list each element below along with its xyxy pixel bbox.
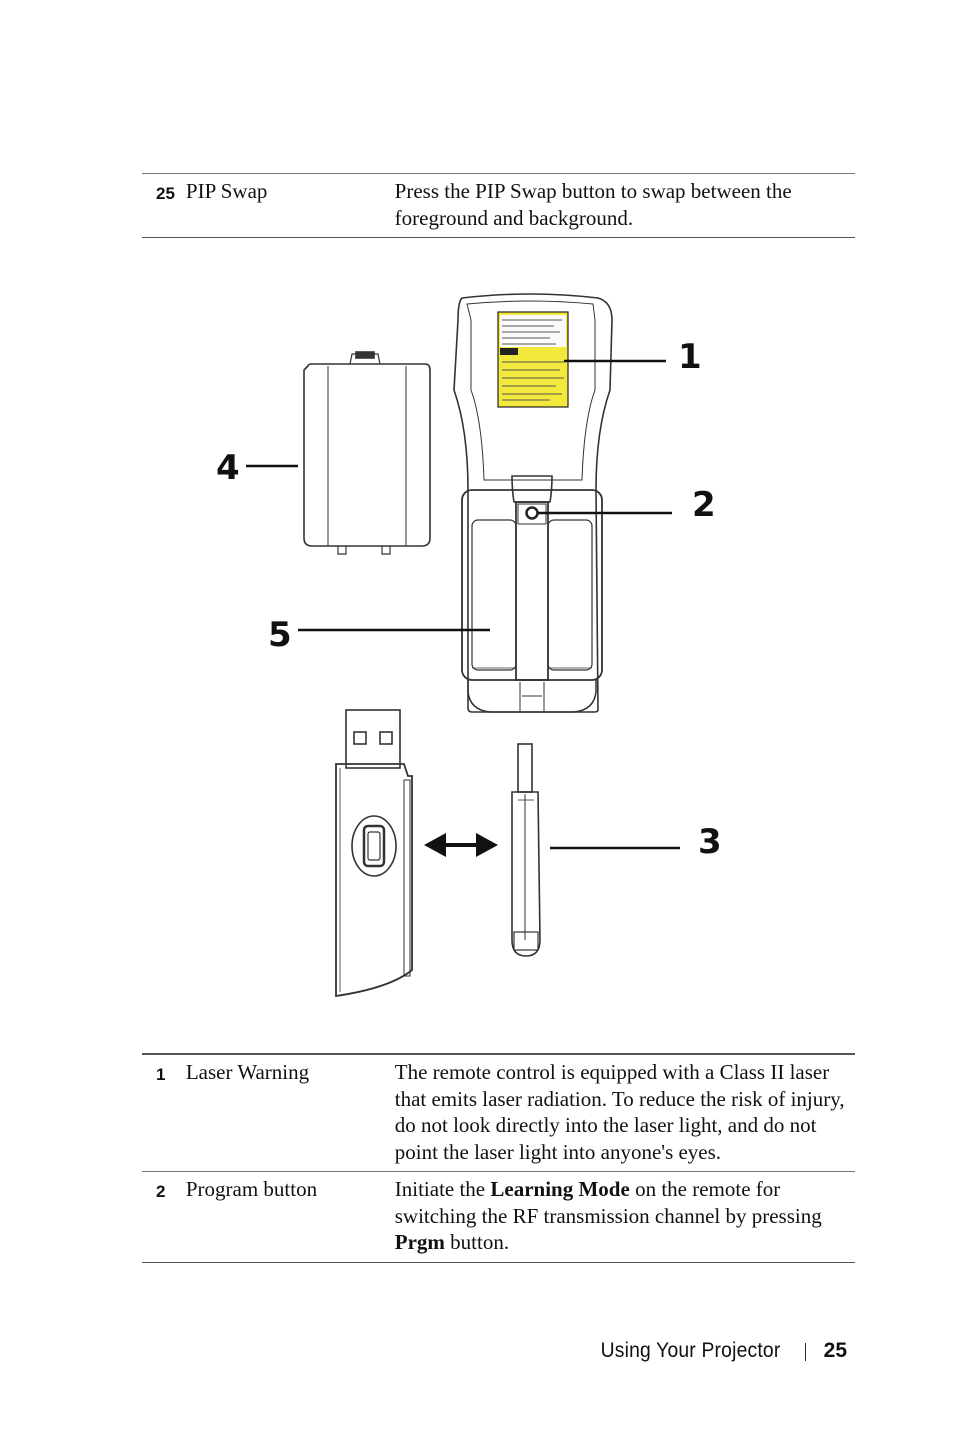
usb-dongle: [335, 709, 413, 998]
page-number: 25: [823, 1339, 847, 1362]
item-name: Program button: [185, 1171, 395, 1263]
program-button-icon: [525, 506, 539, 520]
table-row: 25 PIP Swap Press the PIP Swap button to…: [142, 173, 855, 238]
footer-divider: [805, 1343, 806, 1361]
callout-5: 5: [268, 615, 292, 655]
bottom-spec-table: 1 Laser Warning The remote control is eq…: [142, 1053, 855, 1263]
top-spec-table: 25 PIP Swap Press the PIP Swap button to…: [142, 173, 855, 238]
receiver-stick: [511, 743, 541, 957]
footer-section-title: Using Your Projector: [600, 1339, 780, 1362]
page-footer: Using Your Projector 25: [560, 1336, 855, 1366]
item-number: 1: [142, 1053, 186, 1172]
item-name: Laser Warning: [185, 1053, 395, 1172]
table-row: 2 Program button Initiate the Learning M…: [142, 1171, 855, 1263]
desc-text: button.: [444, 1230, 510, 1254]
item-description: Press the PIP Swap button to swap betwee…: [394, 173, 855, 238]
callout-1: 1: [678, 337, 702, 377]
item-description: The remote control is equipped with a Cl…: [394, 1053, 855, 1172]
item-number: 2: [142, 1171, 186, 1263]
remote-body-outline: [453, 293, 613, 713]
item-description: Initiate the Learning Mode on the remote…: [394, 1171, 855, 1263]
prgm-term: Prgm: [394, 1230, 445, 1254]
swap-arrow-icon: [424, 833, 498, 857]
item-number: 25: [142, 173, 186, 238]
remote-control-figure: 1 2 3 4 5: [200, 280, 740, 1020]
table-row: 1 Laser Warning The remote control is eq…: [142, 1053, 855, 1172]
callout-2: 2: [692, 485, 716, 525]
desc-text: Initiate the: [394, 1177, 491, 1201]
remote-diagram-svg: 1 2 3 4 5: [216, 293, 722, 998]
battery-cover: [303, 351, 431, 555]
callout-3: 3: [698, 822, 722, 862]
item-name: PIP Swap: [185, 173, 395, 238]
desc-text: on the remote for switching the RF trans…: [394, 1177, 822, 1228]
callout-4: 4: [216, 448, 240, 488]
learning-mode-term: Learning Mode: [490, 1177, 630, 1201]
